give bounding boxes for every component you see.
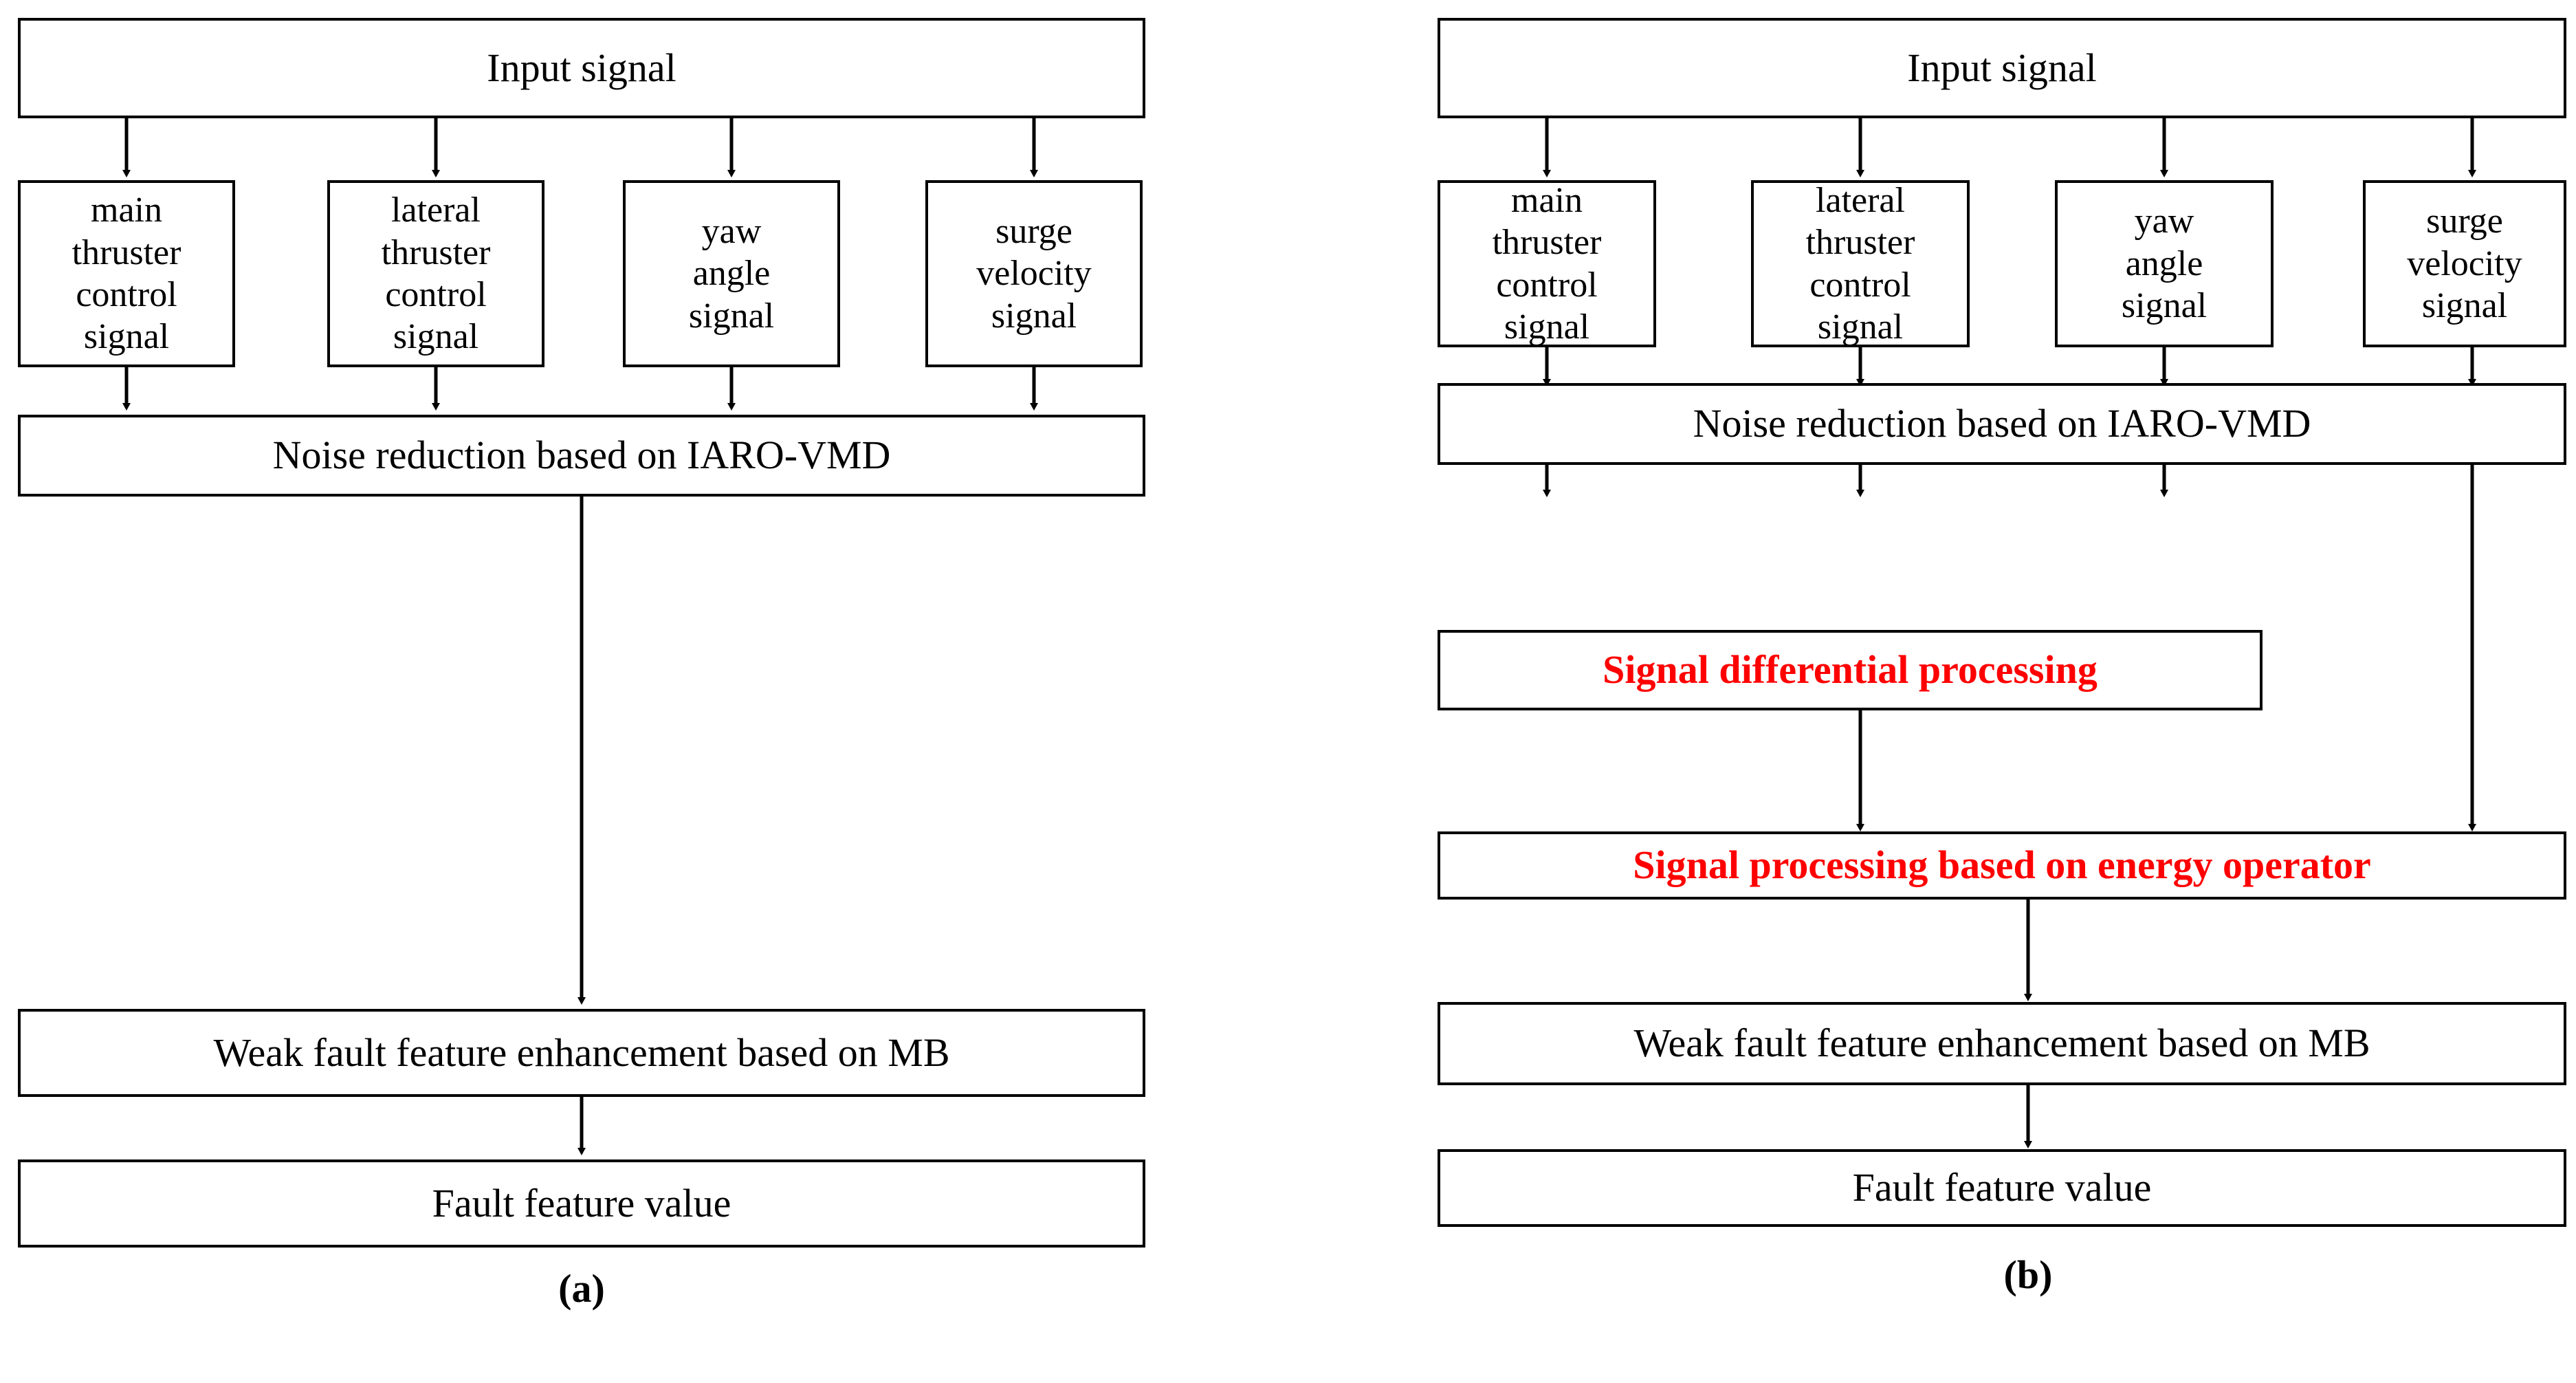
panel-b-noise-to-diff (1543, 465, 2168, 497)
panel-b-yaw-angle-signal-box[interactable]: yaw angle signal (2055, 180, 2274, 347)
panel-b-yaw-angle-signal-label: yaw angle signal (2121, 202, 2208, 326)
panel-a-yaw-angle-signal-label: yaw angle signal (688, 211, 775, 336)
panel-a-input-signal-box[interactable]: Input signal (18, 18, 1145, 118)
panel-b-lateral-thruster-control-signal-label: lateral thruster control signal (1805, 180, 1915, 347)
panel-a-noise-reduction-box[interactable]: Noise reduction based on IARO-VMD (18, 415, 1145, 497)
panel-b-input-fanout (1543, 118, 2476, 177)
panel-b-caption: (b) (2003, 1252, 2053, 1297)
panel-a-lateral-thruster-control-signal-box[interactable]: lateral thruster control signal (327, 180, 544, 367)
panel-b-fault-feature-value-label: Fault feature value (1852, 1165, 2152, 1210)
panel-b-noise-reduction-label: Noise reduction based on IARO-VMD (1693, 401, 2311, 446)
panel-a-surge-velocity-signal-label: surge velocity signal (976, 211, 1092, 336)
panel-a-weak-fault-enhancement-box[interactable]: Weak fault feature enhancement based on … (18, 1009, 1145, 1097)
panel-b-input-signal-box[interactable]: Input signal (1438, 18, 2566, 118)
panel-a-input-fanout (122, 118, 1038, 177)
panel-b-fault-feature-value-box[interactable]: Fault feature value (1438, 1149, 2566, 1227)
panel-a-input-signal-label: Input signal (487, 45, 676, 90)
panel-b-branch-to-noise (1543, 347, 2476, 386)
panel-a-weak-fault-enhancement-label: Weak fault feature enhancement based on … (213, 1030, 950, 1075)
panel-b-energy-operator-label: Signal processing based on energy operat… (1633, 842, 2371, 888)
panel-b-signal-differential-processing-box[interactable]: Signal differential processing (1438, 630, 2263, 710)
panel-b-weak-fault-enhancement-label: Weak fault feature enhancement based on … (1633, 1021, 2370, 1066)
panel-a-main-thruster-control-signal-box[interactable]: main thruster control signal (18, 180, 235, 367)
panel-a-main-thruster-control-signal-label: main thruster control signal (71, 190, 181, 357)
panel-a-lateral-thruster-control-signal-label: lateral thruster control signal (381, 190, 491, 357)
panel-b-lateral-thruster-control-signal-box[interactable]: lateral thruster control signal (1751, 180, 1970, 347)
panel-b-signal-differential-processing-label: Signal differential processing (1603, 647, 2098, 693)
panel-a-branch-to-noise (122, 367, 1038, 411)
panel-b-surge-velocity-signal-label: surge velocity signal (2407, 202, 2522, 326)
panel-b-main-thruster-control-signal-box[interactable]: main thruster control signal (1438, 180, 1656, 347)
panel-b-surge-velocity-signal-box[interactable]: surge velocity signal (2363, 180, 2566, 347)
panel-a-caption: (a) (558, 1266, 605, 1311)
panel-b-energy-operator-box[interactable]: Signal processing based on energy operat… (1438, 831, 2566, 900)
panel-a-surge-velocity-signal-box[interactable]: surge velocity signal (925, 180, 1143, 367)
panel-b-weak-fault-enhancement-box[interactable]: Weak fault feature enhancement based on … (1438, 1002, 2566, 1085)
panel-b-input-signal-label: Input signal (1907, 45, 2097, 90)
panel-b-main-thruster-control-signal-label: main thruster control signal (1492, 180, 1602, 347)
panel-a-fault-feature-value-label: Fault feature value (432, 1180, 731, 1226)
panel-a-noise-reduction-label: Noise reduction based on IARO-VMD (272, 433, 891, 478)
panel-a-fault-feature-value-box[interactable]: Fault feature value (18, 1159, 1145, 1248)
panel-a-yaw-angle-signal-box[interactable]: yaw angle signal (623, 180, 840, 367)
panel-b-noise-reduction-box[interactable]: Noise reduction based on IARO-VMD (1438, 383, 2566, 465)
